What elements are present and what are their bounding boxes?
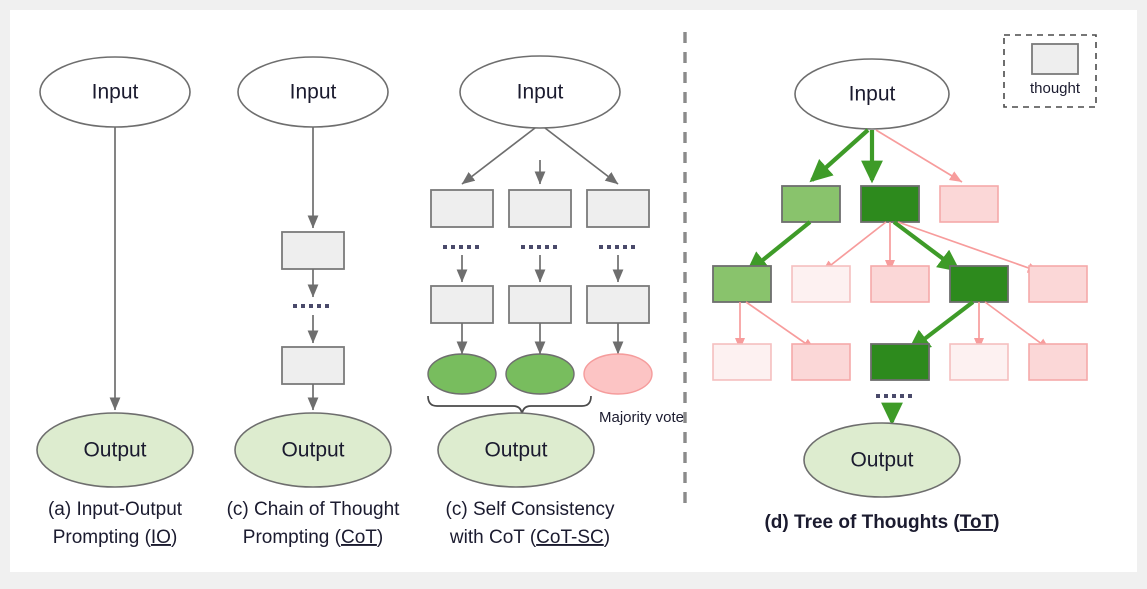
tot-node-r2n2: [791, 265, 851, 303]
cotsc-caption-line2: with CoT (CoT-SC): [449, 527, 610, 548]
cotsc-thought-box-r1c2: [508, 189, 572, 228]
tot-edge-root-to-r1n1: [809, 128, 870, 183]
panel-chain-of-thought: Input Output (c) Chain of Thought Prompt…: [227, 56, 401, 548]
cotsc-ellipsis-c2: [521, 245, 557, 249]
panel-input-output: Input Output (a) Input-Output Prompting …: [36, 56, 194, 548]
tot-node-r2n3: [870, 265, 930, 303]
cotsc-thought-box-r2c1: [430, 285, 494, 324]
cot-input-label: Input: [290, 81, 337, 104]
cotsc-thought-box-r2c2: [508, 285, 572, 324]
tot-node-r3n4: [949, 343, 1009, 381]
cotsc-thought-box-r2c3: [586, 285, 650, 324]
tot-output-ellipse: [803, 422, 961, 498]
tot-node-r3n1: [712, 343, 772, 381]
legend-container: [1003, 34, 1097, 108]
tot-node-r1n1: [781, 185, 841, 223]
io-output-label: Output: [83, 439, 146, 462]
tot-edge-r2n1-to-r3n2: [745, 301, 816, 351]
tot-node-r2n5: [1028, 265, 1088, 303]
tot-node-r3n2: [791, 343, 851, 381]
panel-self-consistency: Input: [427, 55, 684, 548]
cotsc-thought-box-r1c1: [430, 189, 494, 228]
tot-input-label: Input: [849, 83, 896, 106]
tree-of-thoughts-figure: Input Output (a) Input-Output Prompting …: [36, 32, 1097, 548]
tot-edge-root-to-r1n3: [875, 129, 963, 183]
legend: thought: [1003, 34, 1097, 108]
cotsc-caption-line1: (c) Self Consistency: [446, 499, 615, 520]
cot-thought-box-1: [281, 231, 345, 270]
tot-edge-r2n4-to-r3n5: [984, 301, 1051, 351]
cot-ellipsis: [293, 304, 329, 308]
cot-output-ellipse: [234, 412, 392, 488]
cot-thought-box-2: [281, 346, 345, 385]
cotsc-input-ellipse: [459, 55, 621, 129]
tot-output-label: Output: [850, 449, 913, 472]
cotsc-majority-vote-label: Majority vote: [599, 409, 684, 426]
cotsc-input-label: Input: [517, 81, 564, 104]
cot-caption-line1: (c) Chain of Thought: [227, 499, 401, 520]
cotsc-output-ellipse: [437, 412, 595, 488]
panel-tree-of-thoughts: Input: [712, 58, 1088, 533]
cotsc-fanout-left: [461, 127, 536, 185]
tot-ellipsis: [876, 394, 912, 398]
tot-node-r2n1: [712, 265, 772, 303]
tot-node-r1n2: [860, 185, 920, 223]
cotsc-result-ellipse-3: [583, 353, 653, 395]
tot-node-r3n3: [870, 343, 930, 381]
tot-node-r3n5: [1028, 343, 1088, 381]
tot-caption: (d) Tree of Thoughts (ToT): [764, 512, 999, 533]
tot-edge-r1n2-to-r2n2: [821, 221, 887, 273]
figure-card: Input Output (a) Input-Output Prompting …: [10, 10, 1137, 572]
cotsc-thought-box-r1c3: [586, 189, 650, 228]
io-caption-line2: Prompting (IO): [53, 527, 178, 548]
cotsc-fanout-right: [544, 127, 619, 185]
cotsc-output-label: Output: [484, 439, 547, 462]
io-caption-line1: (a) Input-Output: [48, 499, 183, 520]
tot-edge-r2n4-to-r3n3: [907, 300, 975, 353]
cotsc-ellipsis-c1: [443, 245, 479, 249]
legend-thought-label: thought: [1030, 80, 1081, 97]
cotsc-result-ellipse-2: [505, 353, 575, 395]
tot-edge-r1n2-to-r2n4: [892, 220, 961, 273]
tot-node-r1n3: [939, 185, 999, 223]
tot-edge-r1n1-to-r2n1: [745, 220, 812, 275]
cotsc-result-ellipse-1: [427, 353, 497, 395]
io-input-label: Input: [92, 81, 139, 104]
tot-edge-r1n2-to-r2n5: [897, 221, 1041, 273]
cot-output-label: Output: [281, 439, 344, 462]
cot-caption-line2: Prompting (CoT): [243, 527, 383, 548]
thought-box-swatch-icon: [1031, 43, 1079, 75]
io-output-ellipse: [36, 412, 194, 488]
tot-input-ellipse: [794, 58, 950, 130]
cotsc-ellipsis-c3: [599, 245, 635, 249]
tot-node-r2n4: [949, 265, 1009, 303]
